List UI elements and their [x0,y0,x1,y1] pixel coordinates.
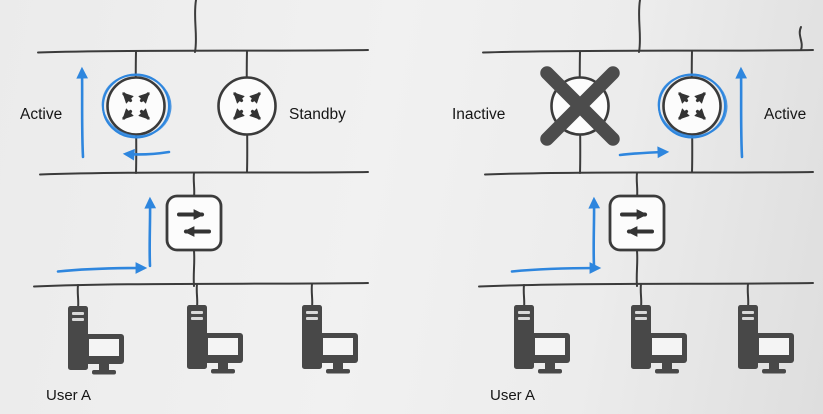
user-label: User A [490,387,535,404]
highlight-ellipse [657,73,728,138]
blue-arrow-up-core-icon [76,66,89,159]
blue-arrow-to-active-router-icon [618,146,670,159]
core-bus-squiggle [798,26,803,51]
core-bus-line [37,49,369,54]
blue-arrow-access-icon [56,262,148,274]
core-bus-line [482,49,814,54]
blue-arrow-access-icon [510,262,602,274]
distribution-bus-line [484,171,814,176]
x-cross-icon [540,66,620,146]
blue-arrow-up-core-icon [735,66,748,159]
switch-downlink-line [192,250,196,287]
access-bus-line [33,282,369,288]
router-state-label: Standby [289,106,346,123]
router-state-label: Active [764,106,806,123]
pc-icon [68,306,124,375]
router-icon [219,78,276,135]
switch-icon [610,196,664,250]
traffic-arrows [510,66,748,274]
router-icon [108,78,165,135]
pc-icon [187,305,243,374]
router-state-label: Active [20,106,62,123]
router-state-label: Inactive [452,106,505,123]
panel-after-failover: Inactive Active User A [452,0,814,404]
pc3-link-line [746,283,750,308]
pc3-link-line [310,283,314,308]
uplink-line [638,0,641,53]
traffic-arrows [56,66,171,274]
switch-uplink-line [635,172,639,198]
pc-icon [738,305,794,374]
user-label: User A [46,387,91,404]
access-bus-line [478,282,814,288]
router-icon [664,78,721,135]
switch-uplink-line [192,172,196,198]
pc-icon [514,305,570,374]
uplink-line [194,0,197,53]
pc1-link-line [76,284,80,309]
switch-icon [167,196,221,250]
pc-icon [631,305,687,374]
pc2-link-line [639,283,643,308]
pc1-link-line [522,284,526,309]
active-highlight-circle [657,73,728,139]
active-highlight-circle [101,73,172,139]
pc-icon [302,305,358,374]
x-stroke [540,66,620,146]
highlight-ellipse [101,73,172,138]
distribution-bus-line [39,171,369,176]
blue-arrow-to-active-router-icon [122,148,171,161]
panel-before-failover: Active Standby User A [20,0,369,404]
switch-downlink-line [635,250,639,287]
cabling [33,0,369,309]
pc2-link-line [195,283,199,308]
